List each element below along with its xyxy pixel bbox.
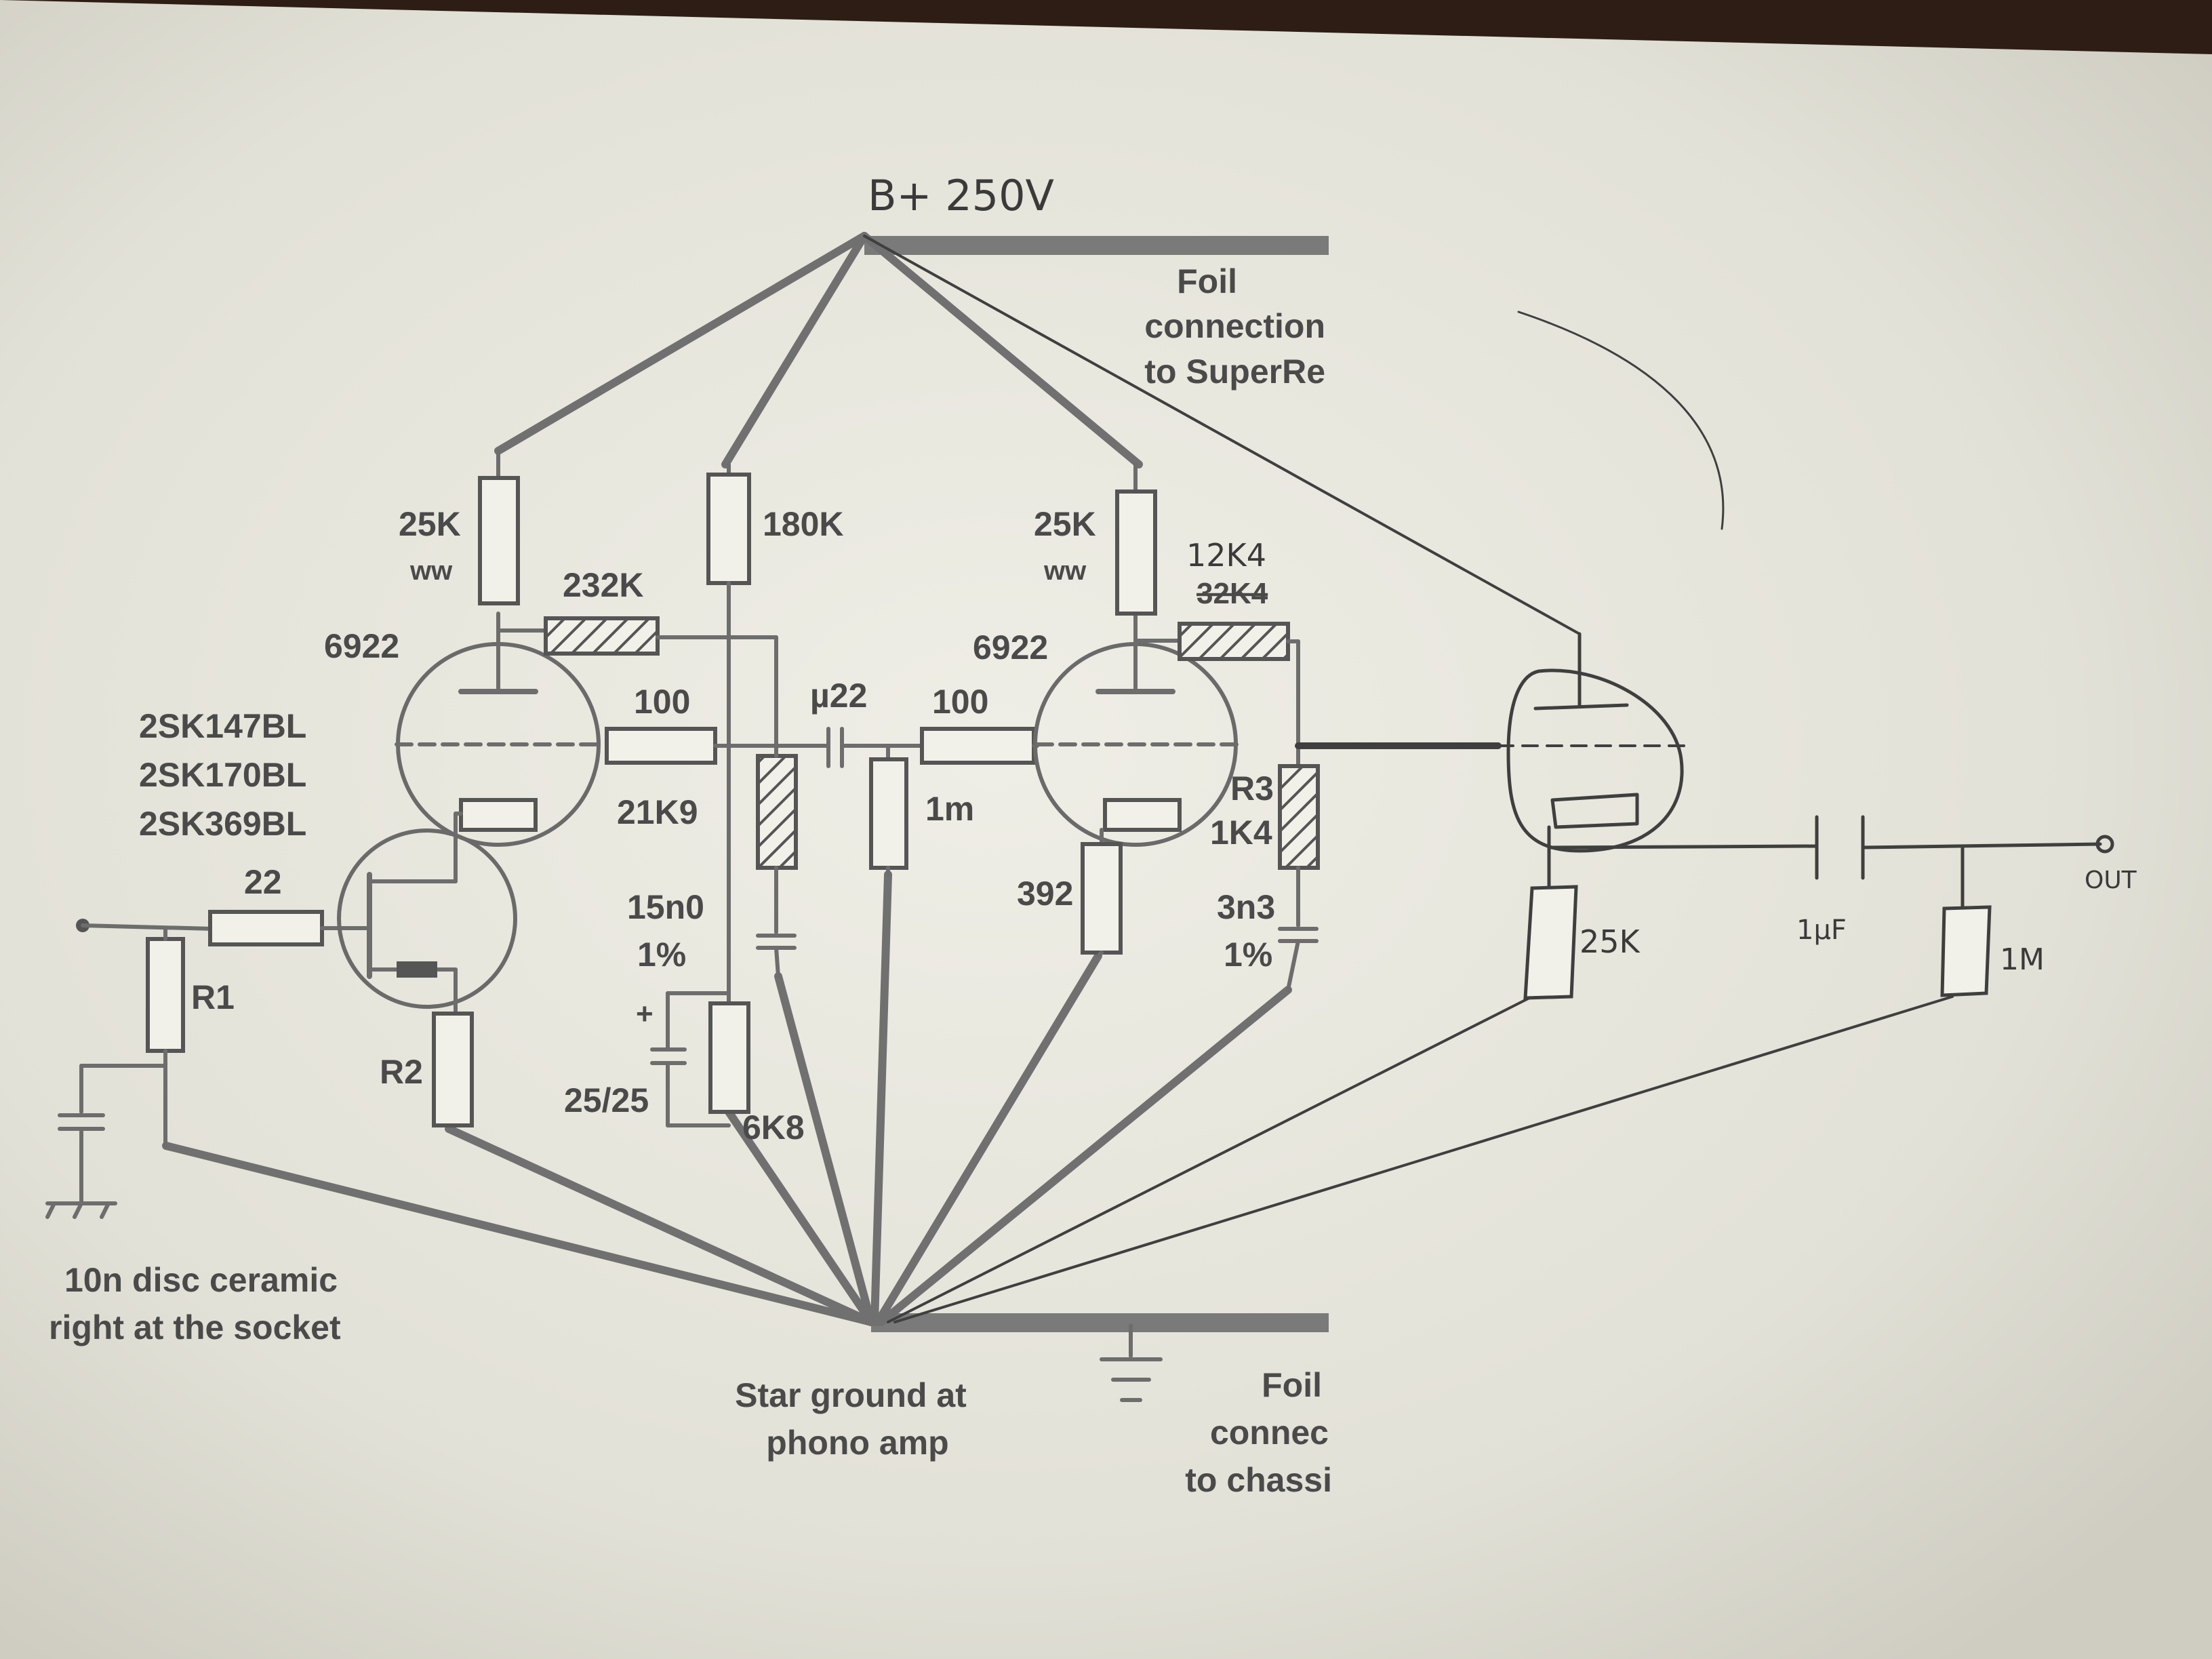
resistor-r1 [146,937,185,1053]
label-u22: µ22 [810,677,867,715]
resistor-25k-output [1523,885,1578,1000]
label-output-1m: 1M [2000,942,2045,977]
fet-type-1: 2SK147BL [139,707,306,745]
label-3n3-tol: 1% [1224,936,1272,974]
feedback-resistor-232k [496,616,778,748]
foil-bottom-label-1: Foil [1262,1366,1322,1404]
label-r1: R1 [191,978,235,1016]
input-section [45,910,351,1219]
label-25-25: 25/25 [564,1081,649,1119]
feedback-label-232k: 232K [563,566,644,604]
foil-bottom-label-3: to chassi [1185,1461,1332,1499]
resistor-21k9 [756,754,798,870]
foil-bottom-label-2: connec [1210,1414,1329,1452]
fet-type-3: 2SK369BL [139,805,306,843]
feedback-resistor-12k4 [1178,622,1290,661]
grid-resistor-label-1: 100 [634,683,690,721]
input-note-1: 10n disc ceramic [64,1261,338,1299]
foil-top-label-1: Foil [1177,262,1237,300]
plate-resistor-label-2: 25K [1034,505,1096,543]
resistor-1m-output [1940,905,1992,997]
resistor-r2 [432,1012,474,1127]
resistor-392 [1081,842,1123,955]
label-15n0: 15n0 [627,888,704,926]
star-ground-label-2: phono amp [766,1424,948,1462]
plate-resistor-type-1: ww [409,556,453,586]
tube-6922-stage1 [395,449,602,847]
label-12k4: 12K4 [1186,537,1266,574]
tube-label-2: 6922 [973,628,1048,666]
foil-top-label-2: connection [1144,307,1325,345]
label-392: 392 [1017,875,1073,913]
plate-resistor-type-2: ww [1043,556,1087,586]
output-stage-handdrawn [1295,311,2114,1000]
plus-sign: + [636,997,653,1031]
grid-resistor-label-2: 100 [932,683,988,721]
foil-top-label-3: to SuperRe [1144,353,1325,391]
label-6k8: 6K8 [742,1108,805,1146]
label-1k4: 1K4 [1210,814,1272,852]
input-note-2: right at the socket [49,1308,341,1346]
plate-resistor-25k-2 [1115,489,1157,616]
fet-type-2: 2SK170BL [139,756,306,794]
label-3n3: 3n3 [1217,888,1275,926]
eq-network [605,462,924,1127]
star-ground-label-1: Star ground at [735,1376,967,1414]
label-output-25k: 25K [1580,923,1641,960]
supply-label: B+ 250V [868,171,1054,220]
resistor-22 [208,910,324,946]
plate-resistor-25k-1 [478,476,520,605]
label-1m: 1m [925,790,974,828]
label-21k9: 21K9 [617,793,698,831]
resistor-6k8 [708,1001,750,1114]
resistor-1m [869,757,908,870]
label-180k: 180K [763,505,844,543]
plate-resistor-label-1: 25K [399,505,461,543]
labels: B+ 250V Foil connection to SuperRe Foil … [49,171,2137,1499]
resistor-180k [706,473,751,585]
label-22: 22 [244,863,282,901]
b-plus-rail [494,232,1581,635]
label-r2: R2 [380,1053,423,1091]
tube-label-1: 6922 [324,627,399,665]
label-r3: R3 [1230,769,1274,807]
label-32k4-struck: 32K4 [1197,577,1268,610]
label-output-cap: 1µF [1796,915,1847,946]
tube-6922-stage2 [920,462,1320,992]
ground-rail [162,871,1954,1402]
resistor-r3-1k4 [1278,764,1320,870]
label-15n0-tol: 1% [637,936,686,974]
label-out: OUT [2085,866,2137,894]
jfet [337,812,517,1127]
